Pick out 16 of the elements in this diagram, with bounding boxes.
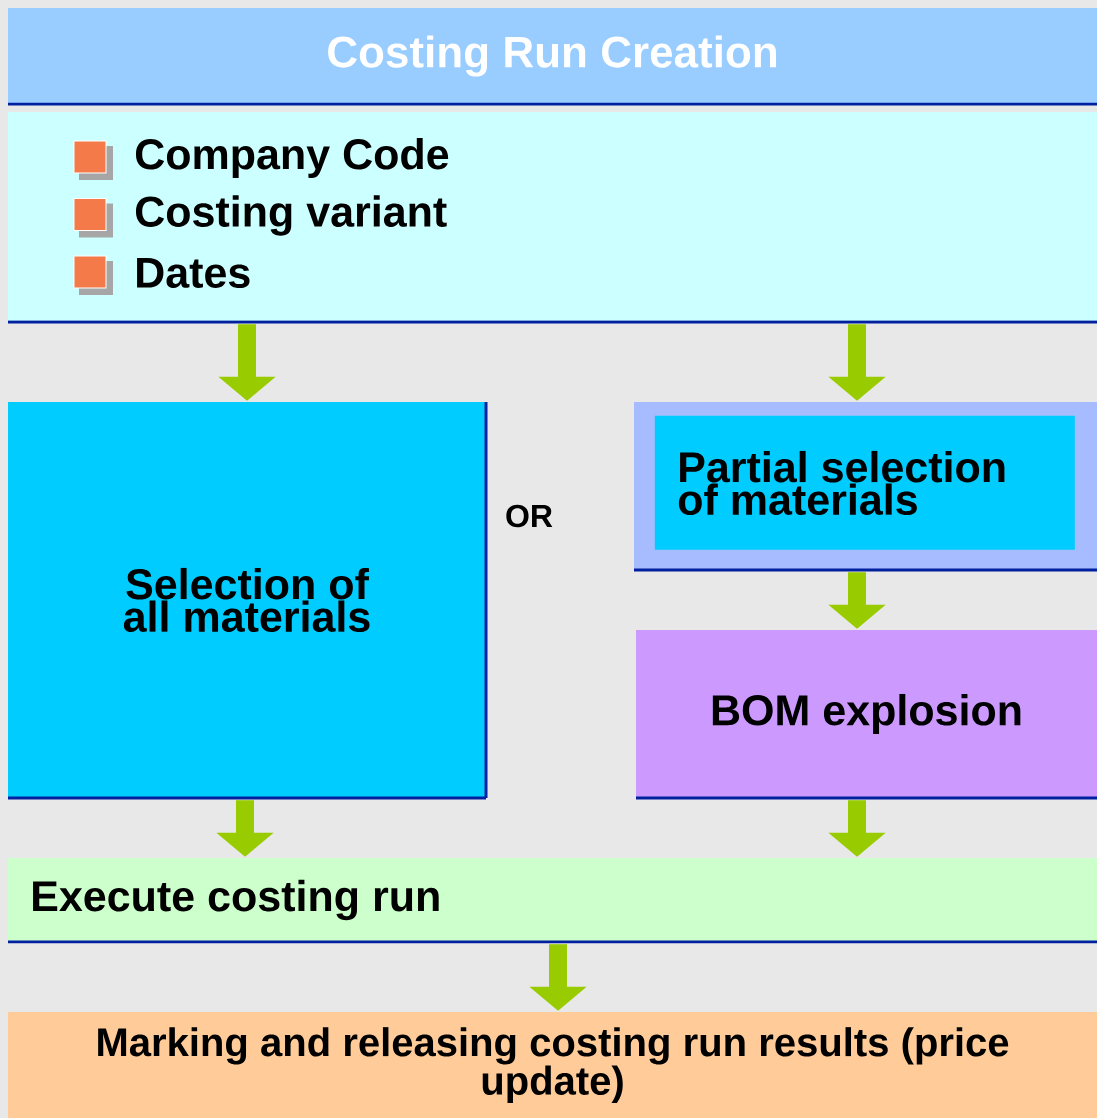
process-box: [636, 630, 1097, 800]
header-bar: [8, 8, 1097, 106]
bullet-text: Dates: [137, 258, 250, 288]
box-label: Marking and releasing costing run results (price update): [98, 1027, 1009, 1103]
parameter-box: [8, 112, 1097, 324]
box-label: BOM explosion: [712, 693, 1021, 735]
process-box: [8, 858, 1097, 944]
bullet-text: Costing variant: [135, 195, 447, 236]
process-box: [8, 1012, 1097, 1118]
box-label: Selection of all materials: [123, 567, 370, 633]
process-box: [8, 402, 488, 800]
process-box: [654, 415, 1075, 550]
bullet-text: Company Code: [135, 137, 449, 179]
box-label: Costing Run Creation: [328, 35, 776, 77]
box-label: Partial selection of materials: [678, 450, 1005, 516]
box-label: Execute costing run: [33, 879, 439, 921]
